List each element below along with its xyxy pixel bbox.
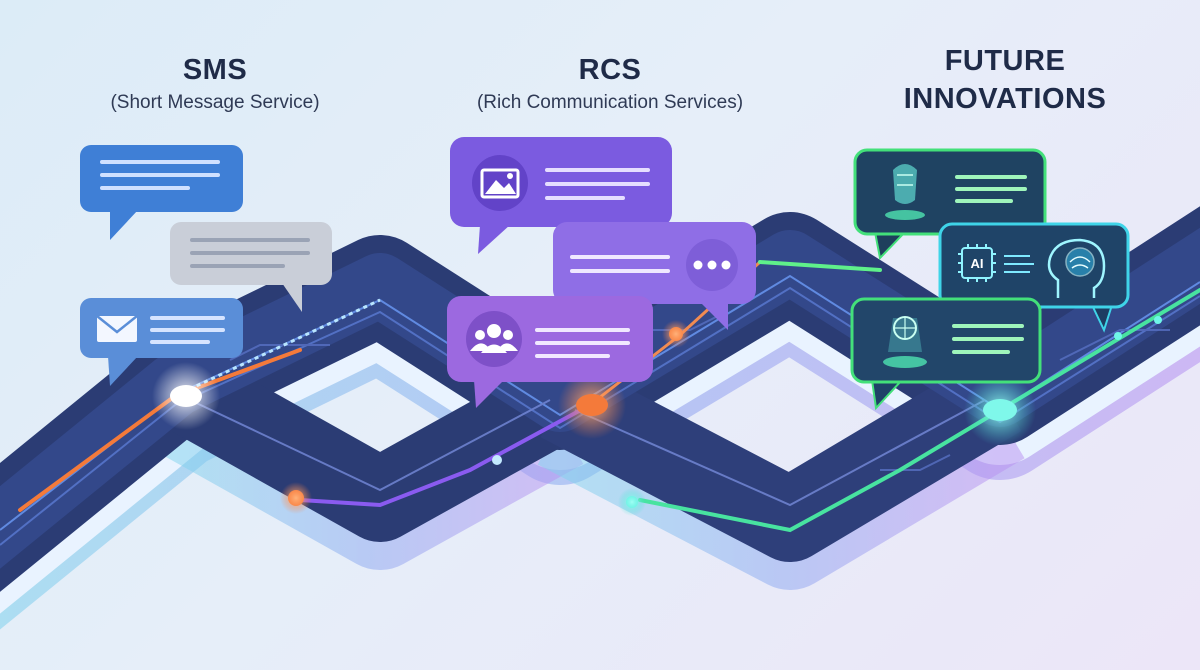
rcs-subtitle: (Rich Communication Services): [476, 92, 744, 113]
future-bubble-hologram-head: [853, 148, 1047, 261]
future-title: FUTURE: [944, 45, 1066, 77]
sms-heading: SMS (Short Message Service): [70, 52, 360, 114]
brain-head-icon: [1047, 238, 1106, 298]
ai-chip-icon: AI: [958, 244, 996, 282]
ai-chip-label: AI: [971, 256, 984, 271]
hologram-head-icon: [885, 164, 925, 220]
rcs-bubble-typing: [553, 222, 756, 330]
group-icon: [466, 311, 522, 367]
sms-node: [152, 362, 220, 430]
future-route-line: [638, 288, 1200, 533]
rcs-bubble-group: [447, 296, 653, 408]
rcs-route-line: [298, 403, 592, 508]
hologram-orb-icon: [883, 316, 927, 368]
envelope-icon: [96, 315, 138, 342]
sms-bubble-envelope: [80, 298, 243, 386]
future-title-line2: INNOVATIONS: [903, 83, 1107, 115]
image-icon: [472, 155, 528, 211]
sms-bubble-gray: [170, 222, 332, 312]
ellipsis-icon: [686, 239, 738, 291]
sms-subtitle: (Short Message Service): [110, 92, 320, 113]
rcs-title: RCS: [578, 54, 642, 86]
rcs-node: [558, 371, 626, 439]
sms-title: SMS: [182, 54, 248, 86]
future-bubble-hologram-orb: [850, 297, 1042, 411]
rcs-heading: RCS (Rich Communication Services): [440, 52, 780, 114]
sms-bubble-blue: [80, 145, 243, 240]
future-heading: FUTURE INNOVATIONS: [880, 42, 1130, 118]
future-node: [964, 374, 1036, 446]
future-bubble-ai: AI: [938, 222, 1130, 333]
rcs-bubble-image: [450, 137, 672, 254]
